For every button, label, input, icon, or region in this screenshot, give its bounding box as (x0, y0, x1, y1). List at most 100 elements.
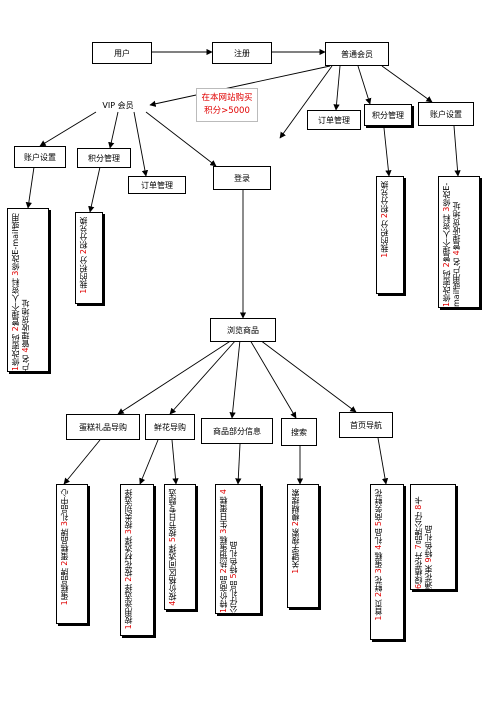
detail-search: 1关键字搜索 2模糊搜索 (287, 484, 319, 608)
node-order-mgmt-regular: 订单管理 (307, 110, 361, 130)
detail-item-number: 3 (124, 529, 133, 535)
detail-item-number: 7 (414, 544, 423, 550)
detail-item-text: 特价商品 (219, 573, 228, 608)
detail-item-number: 1 (374, 615, 383, 621)
node-points-mgmt-regular: 积分管理 (364, 104, 412, 126)
detail-item-number: 4 (452, 250, 461, 256)
detail-item-number: 5 (168, 537, 177, 543)
detail-item-text: 按节日专题选 (168, 489, 177, 537)
node-account-settings-regular: 账户设置 (418, 102, 474, 126)
detail-item-text: 首页 (374, 597, 383, 616)
detail-item-number: 9 (424, 557, 433, 563)
detail-item-text: 管理收货地址 (21, 299, 30, 348)
node-points-mgmt-vip: 积分管理 (77, 148, 131, 168)
detail-item-text: 按花材选择 (124, 534, 133, 577)
detail-regular-points: 1我的积分 2积分兑换 (376, 176, 404, 294)
node-product-info: 商品部分信息 (201, 418, 273, 444)
detail-item-text: 生日蛋糕 (219, 494, 228, 529)
detail-item-text: 礼品中心 (60, 489, 69, 521)
detail-regular-account-text: 1修改密码 2管理个人资料 3修改E-mail或用户名 4管理收货地址 (442, 181, 462, 307)
detail-item-number: 4 (168, 600, 177, 606)
detail-item-text: 热销蛋糕 (219, 533, 228, 569)
node-user: 用户 (92, 42, 152, 64)
node-browse-products: 浏览商品 (210, 318, 276, 342)
detail-item-number: 2 (291, 521, 300, 527)
detail-item-text: 绿植花卉 (414, 549, 423, 584)
detail-item-number: 1 (60, 600, 69, 606)
edge-cake-detail (63, 439, 101, 485)
detail-cake: 1蛋糕品牌 2蛋糕品牌 3礼品中心 (56, 484, 88, 624)
edge-browse-home (259, 339, 357, 413)
detail-vip-points: 1我的积分 2积分兑换 (75, 212, 103, 304)
detail-search-text: 1关键字搜索 2模糊搜索 (291, 489, 301, 574)
edge-browse-product (229, 339, 241, 419)
detail-cake-text: 1蛋糕品牌 2蛋糕品牌 3礼品中心 (60, 489, 70, 605)
detail-item-text: 特色礼品 (424, 525, 433, 558)
detail-item-text: 管理个人资料 (11, 275, 20, 327)
detail-item-text: 按价格区间选择 (168, 542, 177, 601)
detail-item-number: 1 (219, 607, 228, 613)
node-search: 搜索 (281, 418, 317, 446)
edge-member-vip (149, 65, 331, 107)
edge-member-login (279, 65, 333, 139)
detail-item-number: 1 (291, 568, 300, 574)
node-regular-member: 普通会员 (325, 42, 389, 66)
detail-item-number: 2 (442, 262, 451, 268)
detail-item-number: 1 (442, 301, 451, 307)
detail-item-text: 我的积分 (79, 254, 88, 289)
edge-member-account (381, 65, 433, 103)
detail-item-text: 蛋糕品牌 (60, 565, 69, 601)
detail-item-number: 3 (11, 270, 20, 276)
detail-item-text: 按用途选择 (124, 581, 133, 625)
condition-line-2: 积分>5000 (204, 106, 250, 116)
detail-home-b-text: 6绿植花卉 7品牌公仔 8卡通花束 9特色礼品 (414, 489, 434, 589)
detail-item-text: 公仔礼品 (229, 578, 238, 613)
detail-item-text: 蛋糕品牌 (60, 526, 69, 561)
detail-item-number: 3 (219, 528, 228, 534)
detail-item-text: 蛋糕 (374, 549, 383, 569)
detail-vip-account-text: 1修改密码 2管理个人资料 3修改E-mail或用户名 4管理收货地址 (11, 213, 31, 371)
detail-item-number: 2 (380, 213, 389, 219)
detail-item-number: 5 (374, 521, 383, 527)
detail-regular-points-text: 1我的积分 2积分兑换 (380, 181, 390, 258)
edge-browse-search (249, 339, 297, 419)
condition-line-1: 在本网站购买 (201, 93, 253, 103)
detail-item-number: 2 (11, 326, 20, 332)
detail-item-number: 3 (374, 568, 383, 574)
detail-item-number: 2 (124, 576, 133, 582)
node-vip-member: VIP 会员 (102, 100, 134, 110)
edge-product-detail (235, 443, 242, 485)
node-register: 注册 (212, 42, 272, 64)
detail-item-number: 5 (229, 573, 238, 579)
edge-vipaccount-detail (25, 166, 35, 209)
detail-flower-b-text: 4按价格区间选择 5按节日专题选 (168, 489, 178, 606)
edge-browse-cake (117, 339, 233, 415)
detail-home-b: 6绿植花卉 7品牌公仔 8卡通花束 9特色礼品 (410, 484, 456, 590)
edge-vippoints-detail (88, 166, 101, 213)
detail-item-number: 4 (374, 544, 383, 550)
edge-flower-detail-a (139, 439, 159, 485)
node-order-mgmt-vip: 订单管理 (128, 176, 186, 194)
detail-item-number: 1 (79, 288, 88, 294)
edge-browse-flower (169, 339, 237, 415)
detail-product-text: 1特价商品 2热销蛋糕 3生日蛋糕 4公仔礼品 5特色礼品 (219, 489, 239, 613)
detail-item-text: 修改密码 (11, 331, 20, 366)
detail-item-number: 2 (79, 249, 88, 255)
detail-item-text: 我的积分 (380, 218, 389, 253)
detail-vip-account: 1修改密码 2管理个人资料 3修改E-mail或用户名 4管理收货地址 (7, 208, 49, 372)
detail-item-number: 8 (414, 504, 423, 510)
detail-item-number: 4 (21, 347, 30, 353)
detail-regular-account: 1修改密码 2管理个人资料 3修改E-mail或用户名 4管理收货地址 (438, 176, 480, 308)
node-flower-guide: 鲜花导购 (145, 414, 195, 440)
detail-item-text: 特色礼品 (229, 541, 238, 574)
edge-vip-account (39, 111, 97, 147)
detail-item-number: 1 (11, 365, 20, 371)
detail-flower-b: 4按价格区间选择 5按节日专题选 (164, 484, 196, 610)
edge-member-points (357, 65, 372, 105)
detail-item-text: 按类别选择 (124, 489, 133, 529)
detail-item-number: 3 (442, 206, 451, 212)
detail-item-number: 2 (219, 568, 228, 574)
detail-flower-a-text: 1按用途选择 2按花材选择 3按类别选择 (124, 489, 134, 629)
detail-flower-a: 1按用途选择 2按花材选择 3按类别选择 (120, 484, 154, 636)
detail-item-number: 1 (380, 252, 389, 258)
